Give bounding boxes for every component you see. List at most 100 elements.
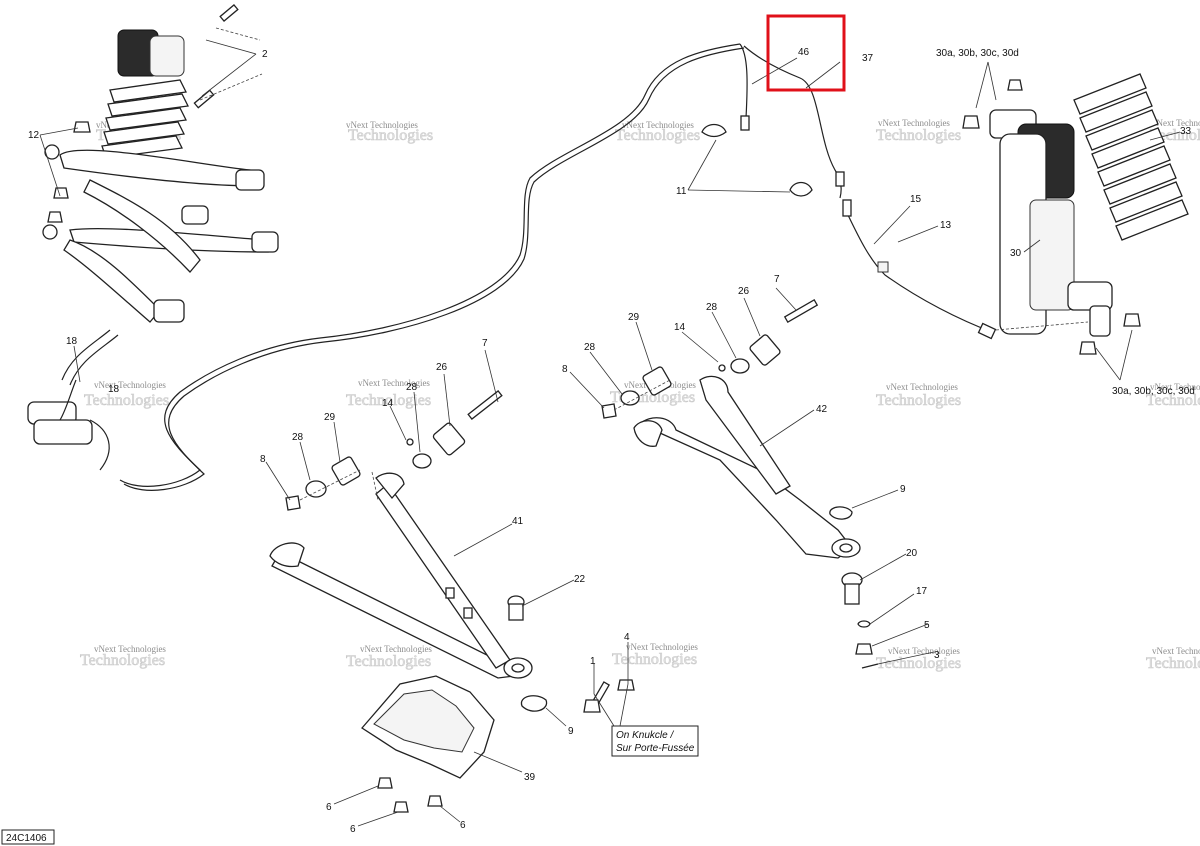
callout-15: 15 [910,194,922,205]
svg-text:Technologies: Technologies [348,127,433,144]
cotter-pin-icon [861,663,879,669]
ball-joint-bore-icon [839,543,853,553]
bushing-icon [153,299,185,323]
watermark: Technologies vNext Technologies [615,120,701,144]
sensor-assembly [27,379,110,471]
sleeve-icon [749,334,781,366]
svg-text:Technologies: Technologies [346,392,431,409]
watermark: Technologies vNext Technologies [876,646,962,672]
callout-26-left: 26 [436,362,448,373]
callout-28-a: 28 [406,382,418,393]
a-arm-body-icon [638,417,853,559]
nut-icon [53,187,69,199]
callout-6-b: 6 [350,824,356,835]
svg-text:Technologies: Technologies [615,127,700,144]
bushing-icon [305,480,327,498]
skid-plate-ridge-icon [373,689,475,753]
svg-text:Technologies: Technologies [84,392,169,409]
svg-text:Technologies: Technologies [612,651,697,668]
svg-text:vNext Technologies: vNext Technologies [346,120,418,130]
svg-text:vNext Technologies: vNext Technologies [358,378,430,388]
nut-icon [962,115,980,129]
nut-icon [855,643,873,655]
nut-icon [285,495,301,511]
callout-28-c: 28 [292,432,304,443]
callout-11: 11 [676,186,687,197]
bushing-icon [730,358,750,374]
hose-fitting-icon [835,171,845,187]
upper-a-arm-right [633,375,879,669]
svg-text:vNext Technologies: vNext Technologies [1152,118,1200,128]
svg-text:vNext Technologies: vNext Technologies [1152,646,1200,656]
svg-text:vNext Technologies: vNext Technologies [626,642,698,652]
pivot-bolt-icon [783,299,819,323]
callout-41: 41 [512,516,524,527]
circlip-icon [829,506,853,520]
svg-text:Technologies: Technologies [876,392,961,409]
callout-9-left: 9 [568,726,574,737]
sleeve-icon [432,422,466,456]
watermark-group: Technologies vNext Technologies Technolo… [80,118,1200,672]
svg-text:Technologies: Technologies [1146,655,1200,672]
trailing-arm-icon [63,239,161,323]
callout-30abcd-top: 30a, 30b, 30c, 30d [936,48,1019,59]
callout-14-right: 14 [674,322,686,333]
hose-clip-icon [877,261,889,273]
callout-1: 1 [590,656,596,667]
nut-icon [601,403,617,419]
pivot-bolt-icon [467,390,503,420]
callout-7-right: 7 [774,274,780,285]
skid-plate [361,675,495,813]
svg-text:vNext Technologies: vNext Technologies [360,644,432,654]
bushing-icon [412,453,432,469]
callout-5: 5 [924,620,930,631]
callout-30: 30 [1010,248,1022,259]
watermark: Technologies vNext Technologies [84,380,170,409]
ball-joint-bore-icon [511,663,525,673]
knuckle-note-line-2: Sur Porte-Fussée [616,743,695,754]
screw-icon [427,795,443,807]
svg-text:Technologies: Technologies [876,127,961,144]
bushing-icon [251,231,279,253]
svg-text:vNext Technologies: vNext Technologies [94,644,166,654]
callout-37: 37 [862,53,874,64]
coil-spring-icon [101,79,189,159]
front-shock-assembly [962,73,1189,355]
bracket-tab-icon [463,607,473,619]
coil-spring-33-icon [1073,73,1189,241]
callout-18a: 18 [66,336,78,347]
nut-icon [1123,313,1141,327]
clip-icon [701,123,727,138]
a-arm-tube-icon [271,551,516,679]
callout-29-right: 29 [628,312,640,323]
callout-8-right: 8 [562,364,568,375]
callout-3: 3 [934,650,940,661]
callout-33: 33 [1180,126,1192,137]
nut-icon [583,699,601,713]
watermark: Technologies vNext Technologies [346,120,433,144]
callout-8-left: 8 [260,454,266,465]
ball-joint-20-icon [841,572,863,605]
svg-text:vNext Technologies: vNext Technologies [94,380,166,390]
callout-28-d: 28 [584,342,596,353]
callout-2-top: 2 [262,49,268,60]
callout-4: 4 [624,632,630,643]
callout-18b: 18 [108,384,120,395]
diagram-code-box [1,829,55,845]
shock-cap-icon [149,35,185,77]
callout-29-left: 29 [324,412,336,423]
hose-fitting-icon [740,115,750,131]
sleeve-icon [642,366,672,396]
watermark: Technologies vNext Technologies [1146,646,1200,672]
grease-fitting-icon [718,364,726,372]
hose-fitting-group [740,115,997,340]
svg-text:Technologies: Technologies [876,655,961,672]
hose-fitting-icon [842,199,852,217]
knuckle-note-line-1: On Knukcle / [616,730,674,741]
callout-39: 39 [524,772,536,783]
leader-lines [39,39,1181,827]
bushing-icon [235,169,265,191]
grease-fitting-icon [406,438,414,446]
